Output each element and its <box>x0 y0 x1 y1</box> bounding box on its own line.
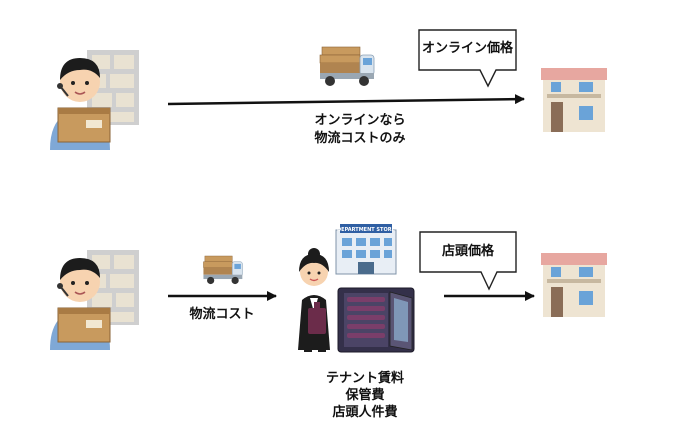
house-icon-bottom <box>541 253 607 317</box>
house-icon-top <box>541 68 607 132</box>
delivery-truck-icon-bottom <box>203 255 243 285</box>
online-price-label: オンライン価格 <box>421 41 513 56</box>
store-price-callout <box>419 231 517 291</box>
online-caption-line2: 物流コストのみ <box>314 131 406 146</box>
delivery-truck-icon-top <box>319 46 375 86</box>
online-flow-arrow <box>167 94 525 106</box>
online-caption-line1: オンラインなら <box>314 113 406 128</box>
store-price-label: 店頭価格 <box>441 244 494 259</box>
logistics-cost-label: 物流コスト <box>189 307 255 322</box>
warehouse-worker-icon-top <box>50 50 139 150</box>
saleswoman-icon <box>298 248 330 352</box>
online-price-callout <box>418 29 517 88</box>
wine-cellar-icon <box>337 287 415 353</box>
store-sign-text: DEPARTMENT STORE <box>337 227 396 233</box>
store-cost-line1: テナント賃料 <box>325 371 404 386</box>
store-cost-line2: 保管費 <box>345 388 385 403</box>
department-store-icon: DEPARTMENT STORE <box>335 224 397 275</box>
warehouse-worker-icon-bottom <box>50 250 139 350</box>
store-cost-line3: 店頭人件費 <box>332 405 398 420</box>
